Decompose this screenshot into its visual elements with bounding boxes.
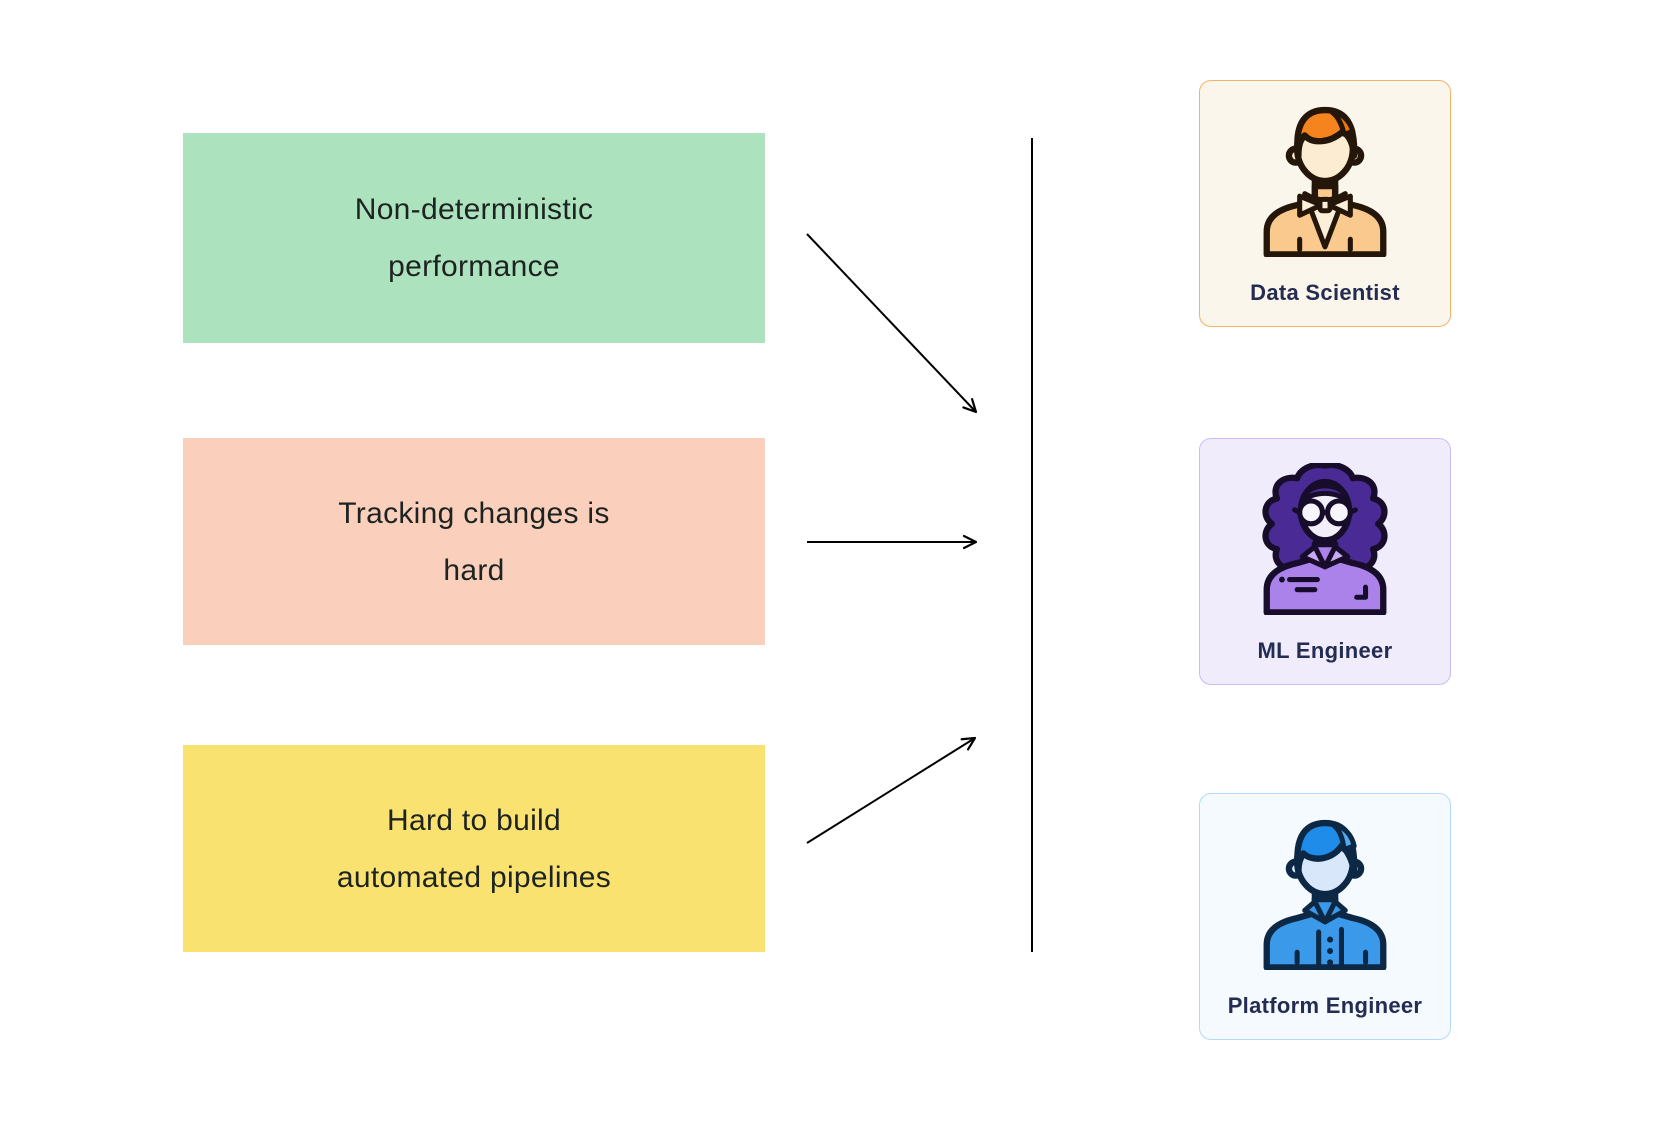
persona-card-platform-engineer: Platform Engineer — [1199, 793, 1451, 1040]
data-scientist-avatar-icon — [1263, 106, 1387, 257]
challenge-text-line: Tracking changes is — [338, 496, 610, 530]
platform-engineer-avatar-icon — [1263, 819, 1387, 970]
arrow-automated-pipelines — [806, 736, 977, 844]
persona-label: ML Engineer — [1257, 638, 1393, 663]
challenge-text-line: Hard to build — [387, 803, 561, 837]
avatar-glasses — [1292, 498, 1358, 527]
persona-label: Platform Engineer — [1227, 993, 1423, 1018]
challenge-text-line: automated pipelines — [336, 860, 612, 894]
persona-card-ml-engineer: ML Engineer — [1199, 438, 1451, 685]
avatar-torso — [1263, 182, 1387, 257]
ml-engineer-avatar-icon — [1262, 463, 1388, 615]
challenge-box-automated-pipelines: Hard to build automated pipelines — [183, 745, 765, 952]
challenge-box-non-deterministic: Non-deterministic performance — [183, 133, 765, 343]
avatar-torso — [1263, 540, 1387, 615]
avatar-bow-tie — [1297, 193, 1353, 218]
persona-label: Data Scientist — [1250, 280, 1400, 305]
arrow-non-deterministic — [806, 233, 978, 414]
avatar-hair — [1294, 106, 1358, 159]
challenge-text-line: Non-deterministic — [354, 193, 594, 226]
avatar-torso — [1263, 895, 1387, 970]
challenge-text-line: hard — [443, 553, 505, 587]
challenge-box-tracking-changes: Tracking changes is hard — [183, 438, 765, 645]
challenge-text-line: performance — [388, 250, 560, 283]
avatar-hair — [1294, 819, 1358, 875]
persona-card-data-scientist: Data Scientist — [1199, 80, 1451, 327]
